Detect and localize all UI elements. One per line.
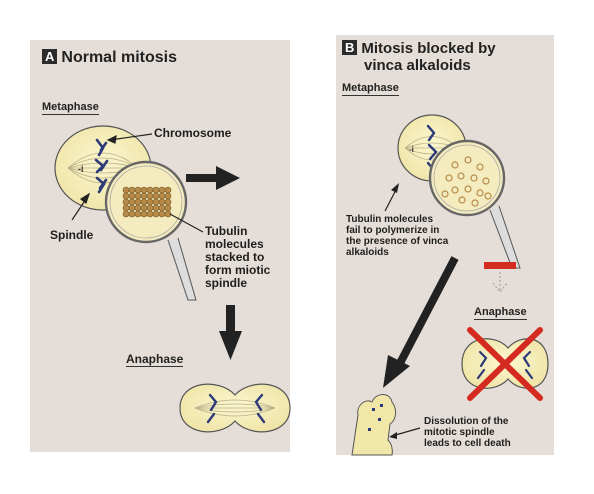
- tubulin-molecule: [128, 198, 136, 206]
- tubulin-molecule: [458, 196, 466, 204]
- tubulin-molecule: [134, 204, 142, 212]
- tubulin-label-b-line: the presence of vinca: [346, 236, 449, 247]
- tubulin-molecule: [146, 192, 154, 200]
- tubulin-label-a: Tubulin molecules stacked to form miotic…: [205, 225, 270, 290]
- tubulin-molecule: [152, 192, 160, 200]
- tubulin-molecule: [122, 210, 130, 218]
- dissolution-label: Dissolution of the mitotic spindle leads…: [424, 416, 511, 449]
- tubulin-molecule: [464, 185, 472, 193]
- chromosome-group-a: [94, 138, 109, 194]
- tubulin-molecule: [164, 198, 172, 206]
- magnifier-a: [104, 160, 197, 301]
- tubulin-molecule: [140, 198, 148, 206]
- tubulin-molecule: [464, 156, 472, 164]
- dissolution-label-line: mitotic spindle: [424, 427, 495, 438]
- tubulin-label-b-line: alkaloids: [346, 247, 389, 258]
- tubulin-molecule: [122, 198, 130, 206]
- tubulin-label-b-line: Tubulin molecules: [346, 214, 434, 225]
- tubulin-molecule: [128, 210, 136, 218]
- dissolution-label-line: leads to cell death: [424, 438, 511, 449]
- arrow-right-a: [186, 166, 240, 190]
- tubulin-molecule: [164, 204, 172, 212]
- tubulin-molecule: [152, 204, 160, 212]
- block-indicator: [484, 262, 516, 293]
- x-mark: [467, 327, 543, 401]
- tubulin-molecule: [158, 192, 166, 200]
- tubulin-label-b-line: fail to polymerize in: [346, 225, 440, 236]
- dying-cell: [351, 394, 397, 456]
- panel-normal-mitosis: [30, 40, 290, 452]
- tubulin-label-a-line: stacked to: [205, 250, 265, 264]
- tubulin-molecule: [122, 192, 130, 200]
- tubulin-molecule: [140, 192, 148, 200]
- metaphase-label-b: Metaphase: [342, 82, 399, 96]
- panel-b-badge: B: [342, 40, 358, 55]
- tubulin-label-a-line: form miotic: [205, 263, 271, 277]
- svg-text:-i: -i: [78, 164, 84, 174]
- tubulin-molecule: [134, 186, 142, 194]
- tubulin-molecule: [470, 174, 478, 182]
- tubulin-molecule: [441, 190, 449, 198]
- tubulin-molecule: [146, 186, 154, 194]
- tubulin-molecule: [451, 161, 459, 169]
- tubulin-molecule: [122, 186, 130, 194]
- panel-a-title-text: Normal mitosis: [61, 49, 177, 66]
- anaphase-cell-a: [179, 383, 291, 433]
- panel-b-title-line1: Mitosis blocked by: [361, 40, 496, 57]
- arrow-down-a: [219, 305, 242, 360]
- tubulin-molecule: [484, 192, 492, 200]
- tubulin-molecule: [134, 198, 142, 206]
- tubulin-molecule: [164, 186, 172, 194]
- tubulin-molecule: [158, 198, 166, 206]
- tubulin-molecule: [134, 192, 142, 200]
- tubulin-molecule: [445, 174, 453, 182]
- metaphase-label-a: Metaphase: [42, 101, 99, 115]
- magnifier-b: [428, 139, 521, 269]
- tubulin-molecule: [146, 210, 154, 218]
- svg-text:-i: -i: [409, 145, 414, 154]
- tubulin-molecule: [158, 186, 166, 194]
- tubulin-molecule: [482, 177, 490, 185]
- blocked-anaphase-cell: [461, 327, 549, 401]
- tubulin-label-a-line: molecules: [205, 237, 264, 251]
- tubulin-molecule: [140, 186, 148, 194]
- dissolution-label-line: Dissolution of the: [424, 416, 509, 427]
- tubulin-molecule: [134, 210, 142, 218]
- chromosome-label: Chromosome: [154, 126, 232, 140]
- free-tubulin-molecules: [441, 156, 492, 207]
- tubulin-molecule: [140, 210, 148, 218]
- tubulin-molecule: [152, 186, 160, 194]
- spindle-label: Spindle: [50, 228, 94, 242]
- tubulin-stack: [122, 186, 172, 218]
- tubulin-molecule: [158, 204, 166, 212]
- tubulin-molecule: [471, 199, 479, 207]
- tubulin-molecule: [457, 172, 465, 180]
- panel-b-title-line2: vinca alkaloids: [364, 57, 471, 74]
- tubulin-molecule: [451, 186, 459, 194]
- tubulin-label-a-line: spindle: [205, 276, 248, 290]
- anaphase-label-b: Anaphase: [474, 306, 527, 320]
- panel-a-badge: A: [42, 49, 58, 64]
- tubulin-molecule: [128, 186, 136, 194]
- tubulin-molecule: [476, 189, 484, 197]
- anaphase-label-a: Anaphase: [126, 352, 184, 367]
- tubulin-molecule: [140, 204, 148, 212]
- tubulin-molecule: [152, 210, 160, 218]
- tubulin-molecule: [476, 163, 484, 171]
- tubulin-molecule: [152, 198, 160, 206]
- tubulin-molecule: [146, 198, 154, 206]
- tubulin-molecule: [158, 210, 166, 218]
- tubulin-molecule: [122, 204, 130, 212]
- tubulin-molecule: [128, 204, 136, 212]
- tubulin-label-b: Tubulin molecules fail to polymerize in …: [346, 214, 448, 258]
- tubulin-molecule: [164, 192, 172, 200]
- tubulin-molecule: [146, 204, 154, 212]
- tubulin-label-a-line: Tubulin: [205, 224, 248, 238]
- tubulin-molecule: [128, 192, 136, 200]
- arrow-diagonal-b: [383, 256, 459, 388]
